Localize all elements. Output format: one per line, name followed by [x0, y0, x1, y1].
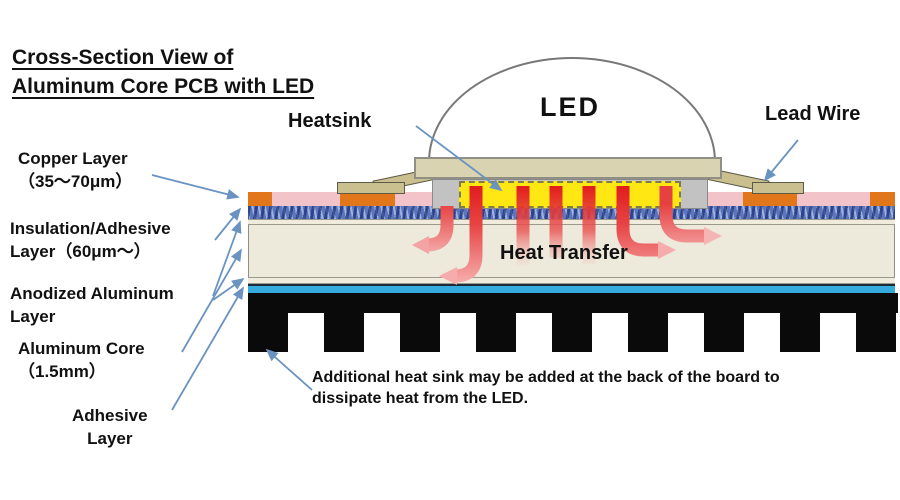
heat-transfer-label: Heat Transfer	[500, 242, 628, 264]
title-line-1: Cross-Section View of	[12, 46, 234, 69]
anodized-layer-label: Anodized Aluminum Layer	[10, 283, 174, 329]
lead-wire-right	[752, 182, 804, 194]
anodized-aluminum-layer-bottom	[248, 277, 895, 284]
adhesive-layer	[248, 284, 895, 293]
back-note-pointer-arrow	[265, 348, 313, 391]
anodized-aluminum-layer-top	[248, 219, 895, 225]
page-title: Cross-Section View of Aluminum Core PCB …	[12, 44, 314, 102]
anodized-layer-label-line2: Layer	[10, 306, 56, 326]
insulation-layer-label-line1: Insulation/Adhesive	[10, 219, 171, 238]
led-package-flange	[414, 157, 722, 179]
core-pointer-arrow	[181, 248, 242, 353]
anodized-bottom-pointer-arrow	[212, 277, 245, 301]
aluminum-core-label: Aluminum Core （1.5mm）	[18, 338, 145, 384]
lead-wire-label: Lead Wire	[765, 103, 861, 125]
heatsink-slug	[459, 181, 681, 208]
copper-pad	[743, 192, 797, 206]
copper-pad	[340, 192, 395, 206]
aluminum-core-label-line1: Aluminum Core	[18, 339, 145, 358]
anodized-top-pointer-arrow	[212, 220, 242, 297]
adhesive-layer-label: Adhesive Layer	[72, 405, 148, 451]
insulation-pointer-arrow	[214, 207, 242, 241]
insulation-adhesive-layer	[248, 206, 895, 219]
anodized-layer-label-line1: Anodized Aluminum	[10, 284, 174, 303]
adhesive-layer-label-line2: Layer	[87, 428, 133, 448]
insulation-layer-label: Insulation/Adhesive Layer（60μm～）	[10, 218, 171, 264]
led-label: LED	[540, 92, 600, 122]
lead-wire-pointer-arrow	[763, 139, 799, 182]
back-heatsink-fins	[248, 313, 898, 352]
aluminum-core-label-line2: （1.5mm）	[18, 361, 106, 381]
heatsink-label: Heatsink	[288, 110, 372, 132]
aluminum-core-layer	[248, 225, 895, 277]
adhesive-layer-label-line1: Adhesive	[72, 406, 148, 425]
back-heatsink-note: Additional heat sink may be added at the…	[312, 369, 780, 407]
title-line-2: Aluminum Core PCB with LED	[12, 74, 315, 98]
insulation-layer-label-line2: Layer（60μm～）	[10, 241, 151, 261]
adhesive-pointer-arrow	[171, 286, 244, 411]
copper-pad	[248, 192, 272, 206]
copper-layer-label: Copper Layer （35～70μm）	[18, 148, 132, 194]
copper-pad	[870, 192, 895, 206]
copper-layer-label-line2: （35～70μm）	[18, 171, 133, 191]
back-heatsink-plate	[248, 293, 898, 313]
copper-pointer-arrow	[151, 174, 240, 200]
lead-wire-left	[337, 182, 405, 194]
copper-layer-label-line1: Copper Layer	[18, 149, 128, 168]
